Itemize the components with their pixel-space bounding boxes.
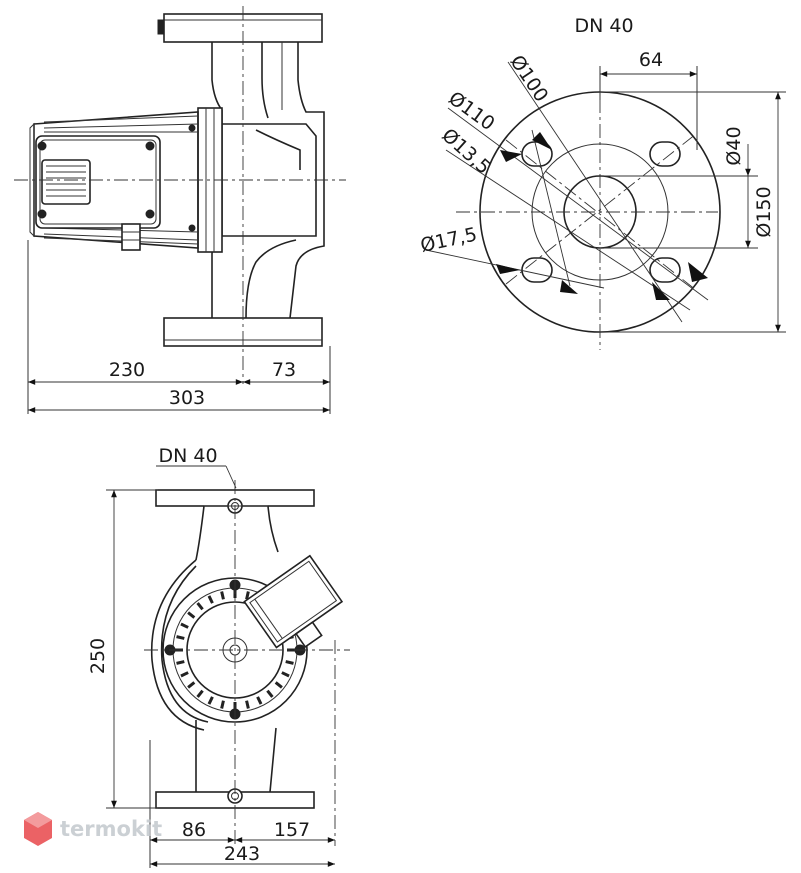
side-view: 230 73 303: [14, 6, 346, 414]
cooling-fin: [207, 696, 214, 705]
dim-motor-length: 230: [109, 359, 145, 381]
cooling-fin: [196, 602, 204, 611]
watermark-logo: termokit: [24, 812, 162, 846]
dim-d40: Ø40: [723, 126, 745, 165]
watermark-text: termokit: [60, 817, 162, 841]
dim-left: 86: [182, 819, 206, 841]
cooling-fin: [176, 635, 185, 640]
front-view: DN 40: [87, 445, 350, 868]
cooling-fin: [180, 671, 189, 678]
cooling-fin: [245, 591, 250, 600]
dim-flange-offset: 73: [272, 359, 296, 381]
cooling-fin: [281, 671, 290, 678]
cooling-fin: [256, 696, 263, 705]
flange-view: DN 40 64: [418, 15, 786, 350]
cooling-fin: [176, 660, 185, 665]
cooling-fin: [187, 611, 196, 619]
dim-right: 157: [274, 819, 310, 841]
cooling-fin: [285, 660, 294, 665]
cooling-fin: [266, 689, 274, 698]
dim-total-length: 303: [169, 387, 205, 409]
cooling-fin: [245, 700, 250, 709]
cooling-fin: [180, 622, 189, 629]
dim-bolt-spacing: 64: [639, 49, 663, 71]
dim-width: 243: [224, 843, 260, 865]
dim-height: 250: [87, 638, 109, 674]
cooling-fin: [187, 681, 196, 689]
cooling-fin: [196, 689, 204, 698]
front-title: DN 40: [158, 445, 217, 467]
cooling-fin: [220, 591, 225, 600]
dim-d100: Ø100: [506, 51, 553, 106]
dim-d17-5: Ø17,5: [418, 223, 479, 256]
cooling-fin: [207, 595, 214, 604]
flange-title: DN 40: [574, 15, 633, 37]
dim-d150: Ø150: [753, 186, 775, 237]
cooling-fin: [274, 681, 283, 689]
bolt-holes: [521, 141, 681, 283]
cooling-fin: [220, 700, 225, 709]
terminal-box: [243, 554, 344, 649]
